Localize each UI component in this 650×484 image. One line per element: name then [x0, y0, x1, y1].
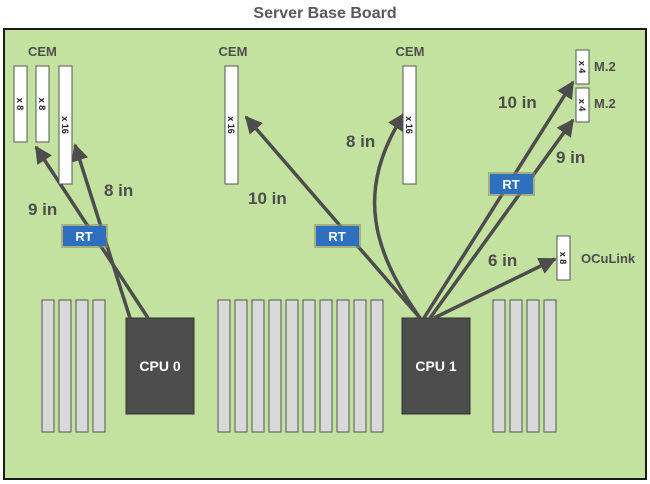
- distance-cpu1-cem2: 8 in: [346, 132, 375, 151]
- m2-slot-bottom: [575, 87, 590, 123]
- arrow-cpu1-m2-top: [422, 80, 575, 319]
- dimm-slot: [492, 299, 506, 433]
- distance-cpu1-cem1: 10 in: [248, 189, 287, 208]
- slot-width-x8: x 8: [15, 98, 25, 111]
- dimm-slot: [526, 299, 540, 433]
- cem-label-right: CEM: [396, 44, 425, 59]
- m2-label-top: M.2: [594, 59, 616, 74]
- cpu-0: [125, 317, 195, 415]
- slot-width-x16: x 16: [60, 116, 70, 134]
- retimer-middle: RT: [314, 224, 361, 248]
- retimer-left-label: RT: [75, 229, 92, 244]
- slot-width-x16: x 16: [404, 116, 414, 134]
- m2-slot-top: [575, 49, 590, 85]
- dimm-slot: [217, 299, 231, 433]
- dimm-slot: [509, 299, 523, 433]
- dimm-slot: [268, 299, 282, 433]
- slot-width-x8: x 8: [37, 98, 47, 111]
- dimm-slot: [251, 299, 265, 433]
- cem-slot-x16-right: [402, 65, 417, 185]
- cem-slot-x16-left: [58, 65, 73, 185]
- dimm-slot: [41, 299, 55, 433]
- arrow-cpu1-cem1: [244, 115, 422, 320]
- retimer-left: RT: [61, 224, 108, 248]
- cem-label-left: CEM: [28, 44, 57, 59]
- cem-label-middle: CEM: [219, 44, 248, 59]
- retimer-right-label: RT: [502, 177, 519, 192]
- distance-cpu1-m2-top: 10 in: [498, 93, 537, 112]
- slot-width-x4: x 4: [577, 61, 587, 74]
- dimm-slot: [234, 299, 248, 433]
- oculink-label: OCuLink: [581, 251, 636, 266]
- cem-slot-x16-middle: [224, 65, 239, 185]
- slot-width-x16: x 16: [226, 116, 236, 134]
- distance-cpu1-m2-bottom: 9 in: [556, 148, 585, 167]
- distance-cpu0-x8: 9 in: [28, 200, 57, 219]
- dimm-slot: [336, 299, 350, 433]
- connection-arrows: [34, 80, 575, 320]
- dimm-slot: [319, 299, 333, 433]
- slot-width-x8: x 8: [558, 252, 568, 265]
- dimm-slot: [92, 299, 106, 433]
- dimm-slot: [353, 299, 367, 433]
- dimm-slot: [285, 299, 299, 433]
- diagram-title: Server Base Board: [253, 5, 397, 22]
- distance-cpu0-x16: 8 in: [104, 181, 133, 200]
- dimm-slot: [75, 299, 89, 433]
- dimm-slot: [370, 299, 384, 433]
- cem-slot-x8-a: [13, 65, 28, 143]
- retimer-middle-label: RT: [328, 229, 345, 244]
- dimm-slot: [543, 299, 557, 433]
- retimer-right: RT: [488, 172, 535, 196]
- arrow-cpu1-m2-bottom: [428, 118, 575, 320]
- dimm-slot: [302, 299, 316, 433]
- dimm-bank-middle: [217, 299, 384, 433]
- cpu-0-label: CPU 0: [139, 358, 180, 374]
- dimm-bank-right: [492, 299, 557, 433]
- slot-width-x4: x 4: [577, 99, 587, 112]
- cpu-1: [401, 317, 471, 415]
- arrow-cpu1-oculink: [433, 257, 557, 320]
- oculink-port: [556, 235, 571, 281]
- distance-cpu1-oculink: 6 in: [488, 251, 517, 270]
- m2-label-bottom: M.2: [594, 96, 616, 111]
- dimm-slot: [58, 299, 72, 433]
- cem-slot-x8-b: [35, 65, 50, 143]
- cpu-1-label: CPU 1: [415, 358, 456, 374]
- arrow-cpu1-cem2: [372, 112, 422, 320]
- dimm-bank-left: [41, 299, 106, 433]
